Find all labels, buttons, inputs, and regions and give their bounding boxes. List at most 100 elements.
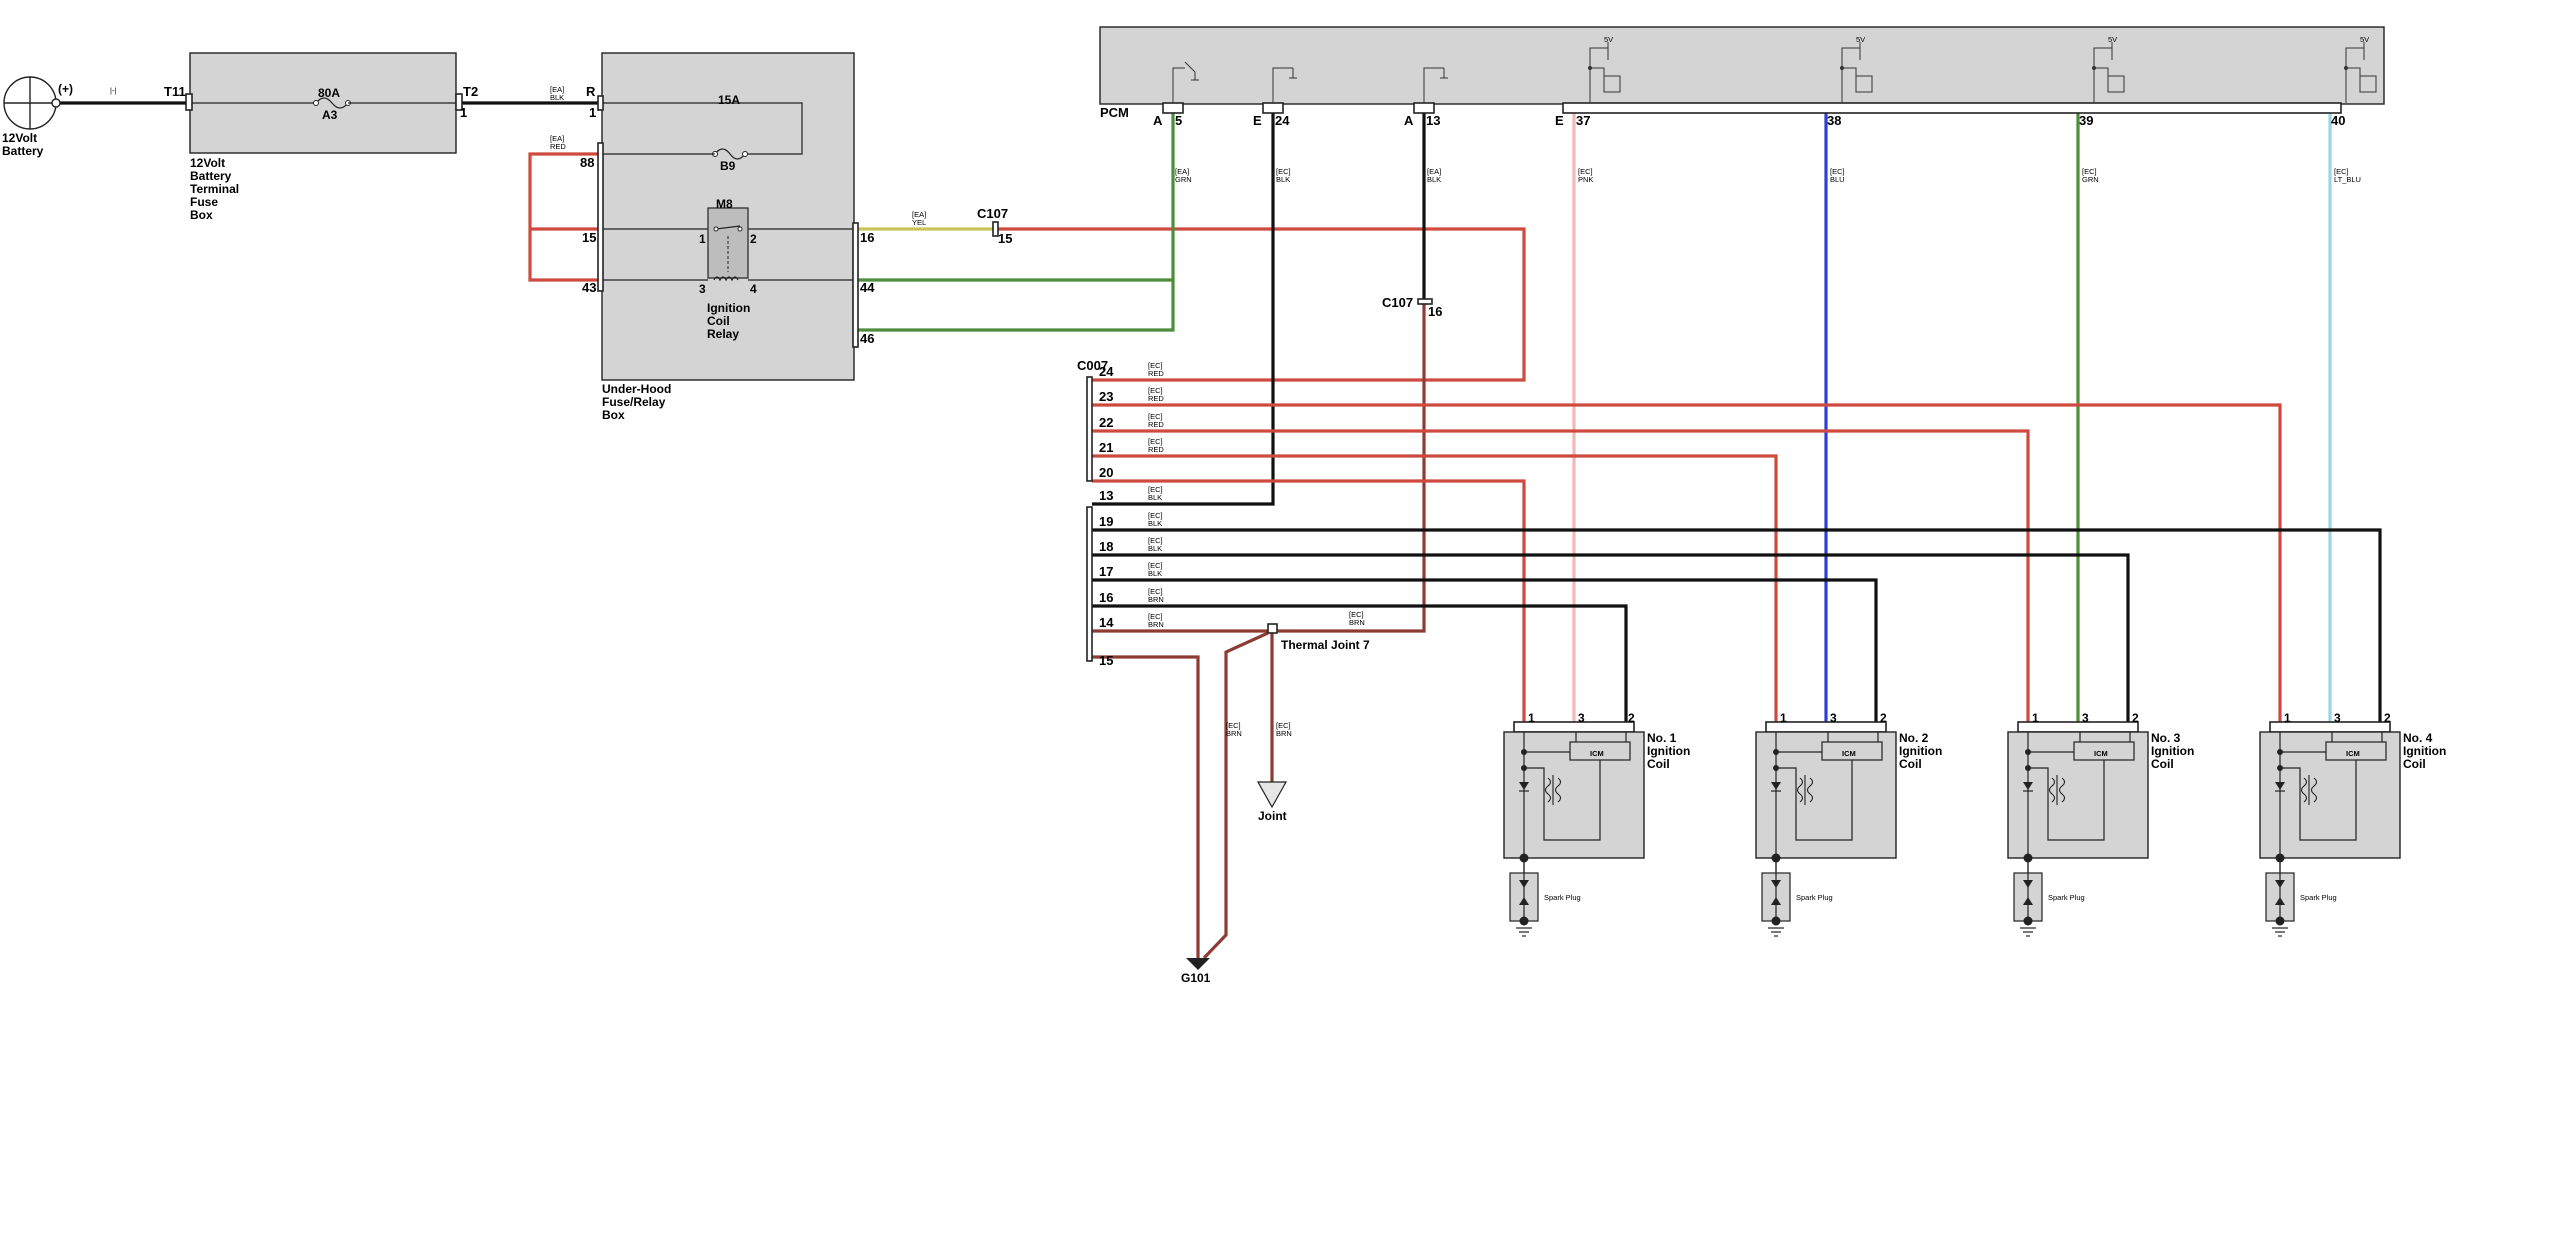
wl-ea-grn-h: [EA] xyxy=(1175,167,1189,176)
wl-ec-ltblu-h: [EC] xyxy=(2334,167,2349,176)
wire-c107-thermal-joint xyxy=(1277,304,1426,633)
fuse-b9-id: B9 xyxy=(720,159,736,173)
wire-88-43-loop xyxy=(528,152,598,282)
terminal-fuse-box[interactable]: T11 T2 1 80A A3 12Volt Battery Terminal … xyxy=(164,52,478,222)
pcm-pin-e37-conn: E xyxy=(1555,113,1564,128)
wires xyxy=(60,101,2382,960)
underhood-connector-r xyxy=(597,95,604,111)
wl-ea-yel-h: [EA] xyxy=(912,210,926,219)
pcm-pin-e37-num: 37 xyxy=(1576,113,1590,128)
pcm-pin-38-num: 38 xyxy=(1827,113,1841,128)
connector-c007[interactable]: C007 24[EC]RED23[EC]RED22[EC]RED21[EC]RE… xyxy=(1077,358,1164,668)
c007-wl-harness: [EC] xyxy=(1148,437,1163,446)
wl-ea-grn-c: GRN xyxy=(1175,175,1192,184)
wl-ea-blk-c: BLK xyxy=(550,93,564,102)
pcm-pin-39-num: 39 xyxy=(2079,113,2093,128)
terminal-box-name-4: Fuse xyxy=(190,195,218,209)
pin-t2: T2 xyxy=(463,84,478,99)
pcm-connector-e37-40 xyxy=(1562,102,2342,114)
coil-pin-1: 1 xyxy=(1528,711,1535,725)
coil-name-no: No. 4 xyxy=(2403,731,2433,745)
wl-ec-brn-tj-c: BRN xyxy=(1349,618,1365,627)
pcm-body xyxy=(1099,26,2385,105)
underhood-left-connector xyxy=(597,142,604,292)
pin-46: 46 xyxy=(860,331,874,346)
c007-pin-14: 14 xyxy=(1099,615,1114,630)
wire-c007-21-coil2 xyxy=(1092,454,1778,726)
joint[interactable]: Joint xyxy=(1256,781,1288,823)
wl-ea-blk2-c: BLK xyxy=(1427,175,1441,184)
coil-pin-3: 3 xyxy=(1578,711,1585,725)
relay-name-1: Ignition xyxy=(707,301,750,315)
coil-name-coil: Coil xyxy=(2403,757,2426,771)
wl-ec-grn-c: GRN xyxy=(2082,175,2099,184)
c007-pin-16: 16 xyxy=(1099,590,1113,605)
coil-pin-3: 3 xyxy=(2082,711,2089,725)
wire-thermal-g101 xyxy=(1202,631,1269,960)
terminal-box-name-2: Battery xyxy=(190,169,232,183)
spark-plug-label: Spark Plug xyxy=(2048,893,2085,902)
pcm-connector-a5 xyxy=(1162,102,1184,114)
coil-pin-1: 1 xyxy=(2032,711,2039,725)
c007-pin-20: 20 xyxy=(1099,465,1113,480)
battery-terminal xyxy=(51,98,61,108)
coil-pin-3: 3 xyxy=(1830,711,1837,725)
coil-pin-2: 2 xyxy=(1628,711,1635,725)
underhood-name-3: Box xyxy=(602,408,625,422)
wl-ec-brn-j-h: [EC] xyxy=(1276,721,1291,730)
icm-label: ICM xyxy=(1590,749,1604,758)
battery-polarity: (+) xyxy=(58,82,73,96)
fuse-a3-id: A3 xyxy=(322,108,338,122)
pin-44: 44 xyxy=(860,280,875,295)
c007-wl-color: BRN xyxy=(1148,595,1164,604)
thermal-joint-7[interactable]: Thermal Joint 7 xyxy=(1267,623,1370,652)
coil-name-ignition: Ignition xyxy=(2151,744,2194,758)
c007-pin-18: 18 xyxy=(1099,539,1113,554)
coil-pin-2: 2 xyxy=(1880,711,1887,725)
pcm-pin-a5-conn: A xyxy=(1153,113,1163,128)
ground-g101[interactable]: G101 xyxy=(1181,958,1211,985)
pcm-5v-label: 5V xyxy=(1604,35,1613,44)
relay-id: M8 xyxy=(716,197,733,211)
wire-c007-17-coil1 xyxy=(1092,604,1628,726)
wl-ec-brn-g-h: [EC] xyxy=(1226,721,1241,730)
wl-ec-pnk-h: [EC] xyxy=(1578,167,1593,176)
fuse-a3-symbol xyxy=(315,97,349,109)
c007-pin-23: 23 xyxy=(1099,389,1113,404)
c007-wl-harness: [EC] xyxy=(1148,386,1163,395)
pin-15: 15 xyxy=(582,230,596,245)
wl-ea-red-c: RED xyxy=(550,142,566,151)
underhood-fuse-relay-box[interactable]: M8 1 2 3 4 Ignition Coil Relay 15A B9 R … xyxy=(580,52,875,422)
icm-label: ICM xyxy=(2346,749,2360,758)
relay-pin-2: 2 xyxy=(750,232,757,246)
c007-wl-harness: [EC] xyxy=(1148,561,1163,570)
pcm-pin-a13-num: 13 xyxy=(1426,113,1440,128)
coil-name-no: No. 3 xyxy=(2151,731,2181,745)
coil-pin-2: 2 xyxy=(2132,711,2139,725)
icm-label: ICM xyxy=(2094,749,2108,758)
c007-wl-color: RED xyxy=(1148,445,1164,454)
pin-16: 16 xyxy=(860,230,874,245)
c007-wl-harness: [EC] xyxy=(1148,412,1163,421)
c007-pin-19: 19 xyxy=(1099,514,1113,529)
fuse-a3-rating: 80A xyxy=(318,86,340,100)
c007-pins: 24[EC]RED23[EC]RED22[EC]RED21[EC]RED2013… xyxy=(1099,361,1164,668)
pin-t2-1: 1 xyxy=(460,105,467,120)
ground-label: G101 xyxy=(1181,971,1211,985)
spark-plug-label: Spark Plug xyxy=(1544,893,1581,902)
battery[interactable]: (+) |-| 12Volt Battery xyxy=(2,76,116,158)
coil-name-coil: Coil xyxy=(2151,757,2174,771)
wl-ec-grn-h: [EC] xyxy=(2082,167,2097,176)
c007-wl-color: RED xyxy=(1148,420,1164,429)
c107-b-name: C107 xyxy=(1382,295,1413,310)
thermal-joint-symbol xyxy=(1267,623,1278,634)
connector-c107[interactable]: C107 15 C107 16 xyxy=(977,206,1442,319)
c007-wl-color: RED xyxy=(1148,369,1164,378)
